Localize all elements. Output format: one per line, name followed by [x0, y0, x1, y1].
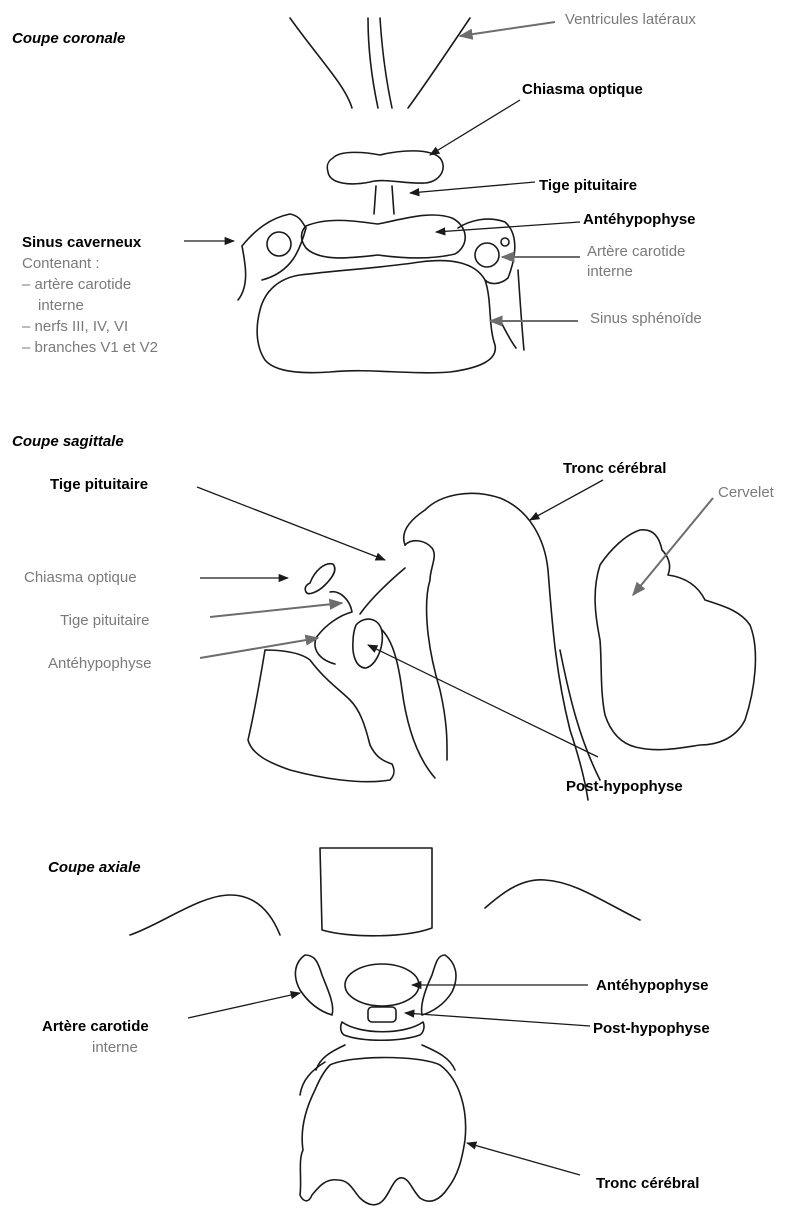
sagittal-tronc-arrow	[530, 480, 603, 520]
sagittal-cervelet-arrow	[633, 498, 713, 595]
coronal-section: Coupe coronale Ventricules latéraux Chia…	[12, 11, 702, 373]
temporal-lobe-right	[485, 880, 640, 920]
lateral-ventricle-right-inner	[380, 18, 392, 108]
sagittal-tronc-label: Tronc cérébral	[563, 460, 666, 477]
lateral-ventricle-left-inner	[368, 18, 378, 108]
coronal-contenu-1b: interne	[38, 297, 84, 314]
anterior-pituitary-shape	[302, 215, 466, 258]
axial-posthypophyse-arrow	[405, 1013, 590, 1026]
axial-antehypophyse-label: Antéhypophyse	[596, 977, 709, 994]
sphenoid-sinus-hatched	[257, 261, 495, 373]
sella-line	[382, 630, 435, 778]
sagittal-tige-label: Tige pituitaire	[60, 612, 150, 629]
coronal-tige-arrow	[410, 182, 535, 193]
cavernous-sinus-left	[238, 214, 306, 300]
coronal-contenant-label: Contenant :	[22, 255, 100, 272]
coronal-sinus-sphenoide-label: Sinus sphénoïde	[590, 310, 702, 327]
coronal-sinus-caverneux-label: Sinus caverneux	[22, 234, 142, 251]
coronal-title: Coupe coronale	[12, 30, 125, 47]
coronal-contenu-3: – branches V1 et V2	[22, 339, 158, 356]
cistern-right	[422, 1045, 455, 1070]
axial-carotide-arrow	[188, 993, 300, 1018]
coronal-chiasma-arrow	[430, 100, 520, 155]
brainstem-axial	[300, 1058, 466, 1205]
brainstem-outline	[404, 493, 588, 800]
stalk-line-front	[315, 592, 352, 664]
sphenoid-hatched	[248, 650, 394, 782]
axial-title: Coupe axiale	[48, 859, 141, 876]
temporal-lobe-left	[130, 895, 280, 935]
sphenoid-wall-right	[518, 270, 524, 350]
coronal-contenu-1a: – artère carotide	[22, 276, 131, 293]
stalk-axial	[368, 1007, 396, 1022]
coronal-antehypophyse-arrow	[436, 222, 580, 232]
chiasm-shape	[305, 564, 335, 594]
carotid-axial-left	[295, 955, 332, 1015]
sagittal-tige-bold-arrow	[197, 487, 385, 560]
coronal-carotide-label-2: interne	[587, 263, 633, 280]
optic-chiasm-shape	[327, 151, 443, 184]
pituitary-stalk-left	[374, 186, 376, 214]
sagittal-tige-bold-label: Tige pituitaire	[50, 476, 148, 493]
coronal-tige-label: Tige pituitaire	[539, 177, 637, 194]
coronal-contenu-2: – nerfs III, IV, VI	[22, 318, 128, 335]
coronal-ventricules-arrow	[460, 22, 555, 36]
axial-sphenoid-hatched	[320, 848, 432, 936]
coronal-drawing	[238, 18, 524, 373]
sagittal-title: Coupe sagittale	[12, 433, 124, 450]
lateral-ventricle-right	[408, 18, 470, 108]
carotid-artery-left	[267, 232, 291, 256]
axial-tronc-arrow	[467, 1143, 580, 1175]
sagittal-cervelet-label: Cervelet	[718, 484, 775, 501]
pituitary-stalk-right	[392, 186, 394, 214]
axial-section: Coupe axiale Antéhypophyse Artère caroti…	[42, 848, 710, 1205]
cerebellum-outline	[595, 530, 755, 750]
small-vessel-right	[501, 238, 509, 246]
sagittal-chiasma-label: Chiasma optique	[24, 569, 137, 586]
coronal-chiasma-label: Chiasma optique	[522, 81, 643, 98]
sagittal-section: Coupe sagittale Tige pituitaire Tronc cé…	[12, 433, 775, 800]
axial-posthypophyse-label: Post-hypophyse	[593, 1020, 710, 1037]
coronal-ventricules-label: Ventricules latéraux	[565, 11, 696, 28]
axial-carotide-label-1: Artère carotide	[42, 1018, 149, 1035]
cistern-left	[316, 1045, 345, 1070]
posterior-pituitary-shape	[353, 619, 382, 668]
posterior-pituitary-axial	[341, 1022, 424, 1040]
sagittal-antehypophyse-label: Antéhypophyse	[48, 655, 151, 672]
brainstem-inner-front	[405, 541, 447, 760]
sagittal-posthypophyse-label: Post-hypophyse	[566, 778, 683, 795]
axial-drawing	[130, 848, 640, 1205]
stalk-line-back	[360, 568, 405, 614]
coronal-antehypophyse-label: Antéhypophyse	[583, 211, 696, 228]
sagittal-tige-arrow	[210, 603, 342, 617]
axial-tronc-label: Tronc cérébral	[596, 1175, 699, 1192]
sphenoid-wall-right-2	[500, 320, 516, 348]
coronal-carotide-label-1: Artère carotide	[587, 243, 685, 260]
carotid-artery-right	[475, 243, 499, 267]
anterior-pituitary-axial	[345, 964, 419, 1006]
lateral-ventricle-left	[290, 18, 352, 108]
axial-carotide-label-2: interne	[92, 1039, 138, 1056]
